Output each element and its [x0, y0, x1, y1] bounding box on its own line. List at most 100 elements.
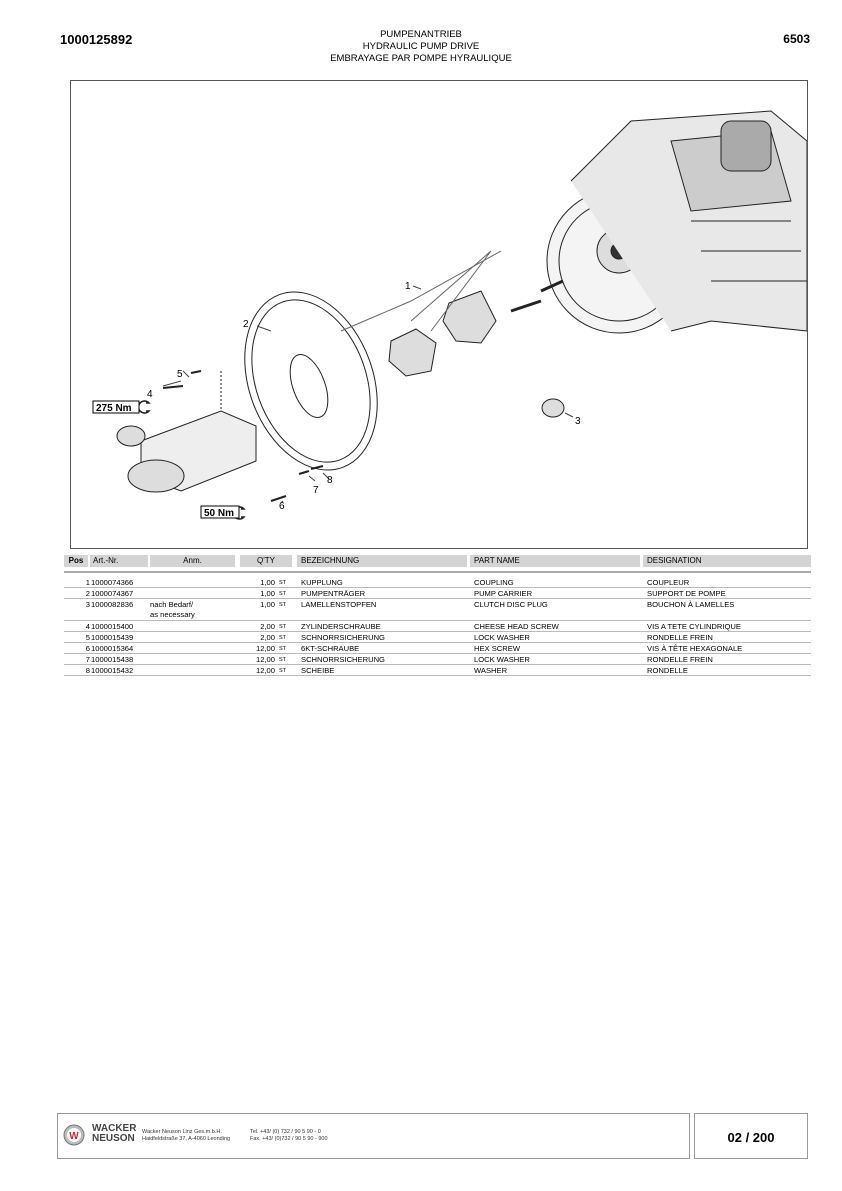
cell-desig: SUPPORT DE POMPE: [647, 589, 726, 598]
cell-desig: RONDELLE: [647, 666, 688, 675]
wacker-neuson-logo-icon: W: [63, 1124, 85, 1146]
cell-pos: 8: [85, 666, 90, 675]
col-bezeichnung: BEZEICHNUNG: [297, 555, 467, 567]
cell-unit: ST: [279, 591, 287, 597]
document-number: 1000125892: [60, 32, 133, 47]
cell-bez: 6KT-SCHRAUBE: [301, 644, 360, 653]
cell-bez: ZYLINDERSCHRAUBE: [301, 622, 381, 631]
fax: Fax. +43/ (0)732 / 90 5 90 - 900: [250, 1136, 328, 1142]
cell-desig: COUPLEUR: [647, 578, 690, 587]
cell-bez: SCHNORRSICHERUNG: [301, 633, 385, 642]
cell-qty: 1,00: [260, 578, 275, 587]
cell-desig: BOUCHON À LAMELLES: [647, 600, 735, 609]
cell-art: 1000015364: [91, 644, 134, 653]
cell-qty: 1,00: [260, 589, 275, 598]
cell-part: CLUTCH DISC PLUG: [474, 600, 548, 609]
cell-unit: ST: [279, 602, 287, 608]
cell-unit: ST: [279, 624, 287, 630]
cell-part: CHEESE HEAD SCREW: [474, 622, 559, 631]
cell-bez: SCHEIBE: [301, 666, 335, 675]
cell-bez: KUPPLUNG: [301, 578, 343, 587]
brand-line-1: WACKER: [92, 1123, 137, 1134]
title-de: PUMPENANTRIEB: [380, 29, 462, 40]
title-en: HYDRAULIC PUMP DRIVE: [362, 41, 480, 52]
callout-6: 6: [279, 501, 285, 512]
torque-label-275: 275 Nm: [96, 403, 132, 414]
cell-bez: SCHNORRSICHERUNG: [301, 655, 385, 664]
cell-part: LOCK WASHER: [474, 633, 530, 642]
cell-bez: LAMELLENSTOPFEN: [301, 600, 377, 609]
cell-unit: ST: [279, 668, 287, 674]
cell-qty: 12,00: [255, 655, 275, 664]
telephone: Tel. +43/ (0) 732 / 90 5 90 - 0: [250, 1129, 321, 1135]
cell-anm: nach Bedarf/: [150, 600, 194, 609]
callout-3: 3: [575, 416, 581, 427]
cell-desig: VIS A TETE CYLINDRIQUE: [647, 622, 741, 631]
cell-art: 1000015439: [91, 633, 134, 642]
cell-part: PUMP CARRIER: [474, 589, 533, 598]
cell-art: 1000015400: [91, 622, 134, 631]
cell-pos: 1: [85, 578, 90, 587]
cell-part: HEX SCREW: [474, 644, 520, 653]
cell-bez: PUMPENTRÄGER: [301, 589, 366, 598]
cell-pos: 4: [85, 622, 90, 631]
company-address: Haidfeldstraße 37, A-4060 Leonding: [142, 1136, 231, 1142]
cell-anm2: as necessary: [150, 610, 195, 619]
callout-7: 7: [313, 485, 319, 496]
page-number: 02 / 200: [694, 1113, 808, 1159]
hydraulic-pump-illustration: [116, 410, 257, 493]
callout-8: 8: [327, 475, 333, 486]
cell-unit: ST: [279, 635, 287, 641]
cell-unit: ST: [279, 657, 287, 663]
footer: W WACKER NEUSON Wacker Neuson Linz Ges.m…: [57, 1113, 690, 1159]
company-info: Wacker Neuson Linz Ges.m.b.H. Haidfeldst…: [142, 1129, 230, 1143]
cell-desig: VIS À TÊTE HEXAGONALE: [647, 644, 743, 653]
cell-desig: RONDELLE FREIN: [647, 655, 713, 664]
brand-line-2: NEUSON: [92, 1133, 135, 1144]
cell-desig: RONDELLE FREIN: [647, 633, 713, 642]
cell-art: 1000015438: [91, 655, 134, 664]
contact-info: Tel. +43/ (0) 732 / 90 5 90 - 0 Fax. +43…: [250, 1129, 328, 1143]
cell-part: LOCK WASHER: [474, 655, 530, 664]
cell-part: WASHER: [474, 666, 508, 675]
coupling-illustration: [388, 250, 497, 377]
torque-label-50: 50 Nm: [204, 508, 234, 519]
engine-illustration: [546, 110, 808, 334]
cell-pos: 6: [85, 644, 90, 653]
cell-pos: 5: [85, 633, 90, 642]
cell-art: 1000074367: [91, 589, 134, 598]
cell-unit: ST: [279, 646, 287, 652]
pump-carrier-illustration: [244, 291, 378, 471]
cell-pos: 2: [85, 589, 90, 598]
col-pos: Pos: [64, 555, 88, 567]
col-designation: DESIGNATION: [643, 555, 811, 567]
cell-pos: 3: [85, 600, 90, 609]
cell-qty: 12,00: [255, 666, 275, 675]
col-qty: Q'TY: [240, 555, 292, 567]
cell-qty: 12,00: [255, 644, 275, 653]
cell-unit: ST: [279, 580, 287, 586]
cell-pos: 7: [85, 655, 90, 664]
group-code: 6503: [783, 32, 810, 46]
title-fr: EMBRAYAGE PAR POMPE HYRAULIQUE: [330, 53, 512, 64]
callout-1: 1: [405, 281, 411, 292]
callout-2: 2: [243, 319, 249, 330]
cell-art: 1000015432: [91, 666, 134, 675]
company-name: Wacker Neuson Linz Ges.m.b.H.: [142, 1129, 222, 1135]
svg-text:W: W: [69, 1131, 79, 1142]
cell-qty: 2,00: [260, 633, 275, 642]
header-divider: [64, 571, 811, 573]
callout-5: 5: [177, 369, 183, 380]
exploded-diagram: 1 2 3 4 5 6 7 8 275 Nm 50 Nm: [70, 80, 808, 549]
col-art: Art.-Nr.: [90, 555, 148, 567]
diagram-drawing: 1 2 3 4 5 6 7 8 275 Nm 50 Nm: [92, 110, 808, 520]
cell-qty: 1,00: [260, 600, 275, 609]
page-title: PUMPENANTRIEB HYDRAULIC PUMP DRIVE EMBRA…: [250, 29, 592, 65]
